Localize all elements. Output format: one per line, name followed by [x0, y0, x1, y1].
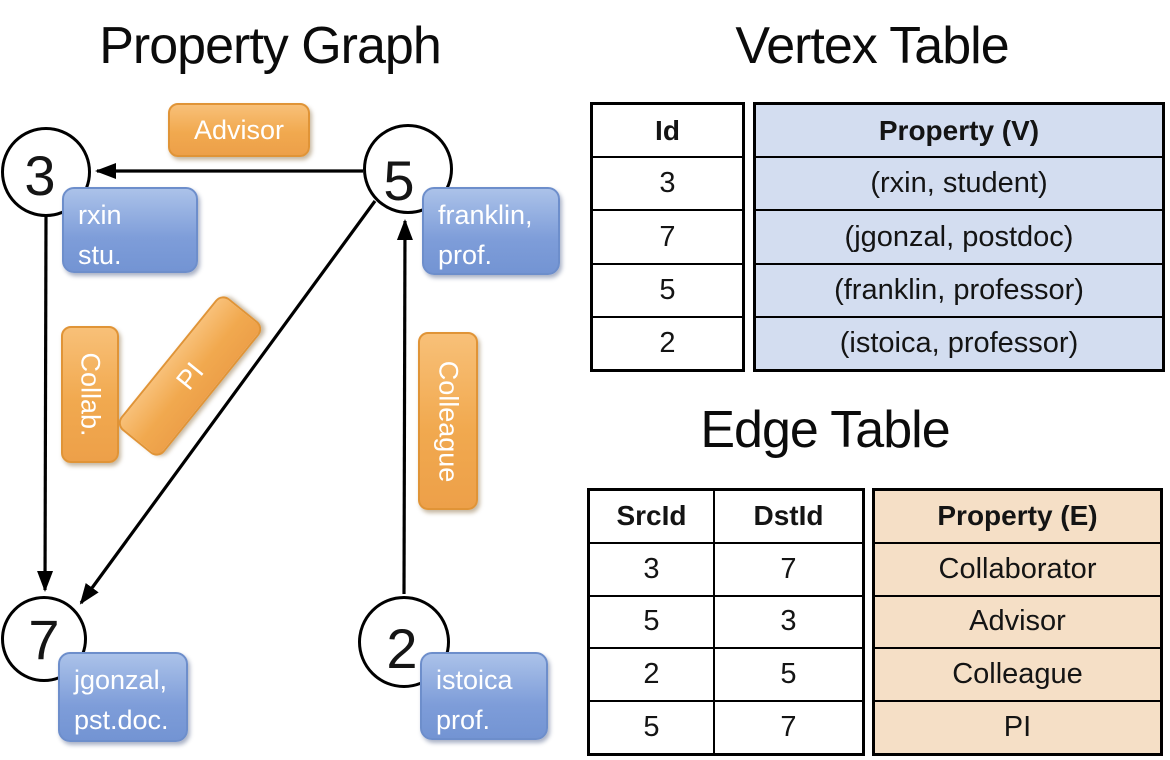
edge-table-header-srcid: SrcId — [590, 491, 715, 542]
edge-table-srcid-cell: 5 — [590, 596, 715, 648]
label-line: stu. — [78, 240, 122, 270]
vertex-table-id-cell: 2 — [593, 315, 742, 369]
edge-table-srcid-cell: 2 — [590, 649, 715, 701]
edge-label-colleague: Colleague — [418, 332, 478, 510]
vertex-table-title: Vertex Table — [735, 17, 1009, 75]
edge-2-to-5-colleague — [396, 219, 413, 595]
vertex-table-id-cell: 7 — [593, 209, 742, 262]
edge-table-dstid-cell: 3 — [780, 605, 797, 638]
edge-table-title: Edge Table — [700, 401, 950, 459]
edge-table-srcid-cell: 3 — [590, 543, 715, 595]
edge-label-text: Collab. — [75, 352, 106, 437]
vertex-table-id-cell: 3 — [593, 156, 742, 209]
graph-node-5: 5 — [363, 124, 453, 214]
edge-table-id-columns: SrcId DstId 3 7 5 3 2 5 5 7 — [587, 488, 865, 756]
edge-label-text: PI — [169, 356, 210, 396]
vertex-table-id-column: Id 3 7 5 2 — [590, 102, 745, 372]
vertex-table-property-cell: (istoica, professor) — [756, 315, 1162, 369]
label-line: prof. — [438, 240, 493, 270]
edge-label-advisor: Advisor — [168, 103, 310, 157]
node-id: 3 — [24, 143, 56, 207]
property-graph-title: Property Graph — [99, 17, 442, 75]
graph-edges-canvas — [37, 163, 413, 605]
edge-table-srcid-cell: 5 — [590, 702, 715, 753]
edge-label-text: Colleague — [433, 360, 464, 482]
label-line: istoica — [436, 665, 513, 695]
edge-table-dstid-cell: 7 — [780, 552, 797, 585]
edge-table-dstid-cell: 7 — [780, 711, 797, 744]
label-line: jgonzal, — [74, 665, 168, 695]
edge-table-id-row: 5 3 — [590, 594, 862, 648]
label-line: rxin — [78, 200, 122, 230]
edge-table-id-row: 5 7 — [590, 700, 862, 753]
edge-table-property-cell: Advisor — [875, 594, 1160, 648]
node-id: 7 — [28, 607, 60, 671]
vertex-table-property-cell: (franklin, professor) — [756, 262, 1162, 316]
vertex-table-property-column: Property (V) (rxin, student) (jgonzal, p… — [753, 102, 1165, 372]
graph-node-2: 2 — [358, 596, 450, 688]
node-property-label-rxin: rxin stu. — [62, 187, 198, 273]
edge-3-to-7-collaborator — [37, 215, 54, 592]
edge-label-text: Advisor — [193, 114, 285, 145]
edge-table-property-column: Property (E) Collaborator Advisor Collea… — [872, 488, 1163, 756]
edge-5-to-7-pi — [79, 200, 377, 605]
edge-table-property-cell: PI — [875, 700, 1160, 753]
node-id: 2 — [386, 616, 418, 680]
edge-table-dstid-cell: 5 — [780, 658, 797, 691]
node-property-label-jgonzal: jgonzal, pst.doc. — [58, 652, 188, 742]
edge-table-id-row: 3 7 — [590, 541, 862, 595]
edge-table-header-row: SrcId DstId — [590, 491, 862, 542]
label-line: prof. — [436, 705, 491, 735]
edge-label-collab: Collab. — [61, 326, 119, 463]
edge-table-id-row: 2 5 — [590, 647, 862, 701]
vertex-table-header-property: Property (V) — [878, 114, 1040, 146]
node-property-label-franklin: franklin, prof. — [422, 187, 560, 275]
label-line: franklin, — [438, 200, 533, 230]
node-property-label-istoica: istoica prof. — [420, 652, 548, 740]
label-line: pst.doc. — [74, 705, 169, 735]
vertex-table-header-id: Id — [655, 114, 680, 146]
vertex-table-property-cell: (rxin, student) — [756, 156, 1162, 209]
node-id: 5 — [383, 148, 415, 212]
vertex-table-property-cell: (jgonzal, postdoc) — [756, 209, 1162, 262]
edge-table-property-cell: Collaborator — [875, 541, 1160, 595]
vertex-table-id-cell: 5 — [593, 262, 742, 316]
edge-table-property-cell: Colleague — [875, 647, 1160, 700]
edge-table-header-property: Property (E) — [937, 500, 1098, 532]
edge-table-header-dstid: DstId — [753, 500, 824, 532]
